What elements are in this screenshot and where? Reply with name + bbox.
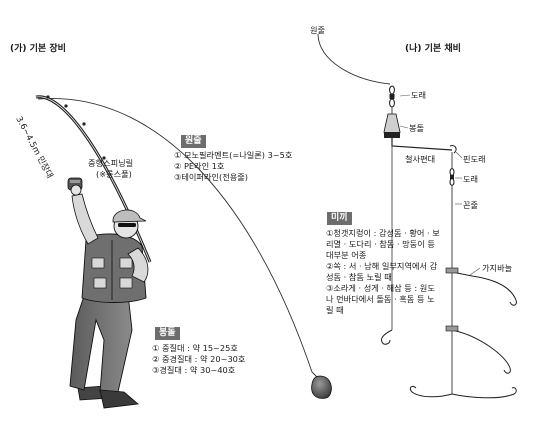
bait-line-4: ②쏙 : 서 · 남해 일부지역에서 감 [326,261,438,271]
rig-label-sinker: 봉돌 [409,123,425,133]
line-section-tag: 원줄 [181,135,206,148]
rig-label-branch-line: 가지바늘 [482,263,513,273]
rig-label-pin-swivel: 핀도래 [463,154,486,164]
pin-swivel-icon [449,145,457,154]
rig-label-swivel-mid: 도래 [463,174,479,184]
rig-label-wire-arm: 철사편대 [405,154,436,164]
reel-label: 중형스피닝릴 (※롱스풀) [88,158,133,180]
bait-line-5: 성돔 · 참돔 노릴 때 [326,272,392,282]
swivel-top-icon [389,85,395,108]
line-item-1: ① 모노필라멘트(=나일론) 3~5호 [174,150,293,160]
main-line-arc [37,97,313,373]
bait-section-tag: 미끼 [327,212,352,225]
sinker-item-2: ② 중경질대 : 약 20~30호 [152,354,246,364]
rig-label-main-line: 원줄 [310,25,326,35]
sinker-section-tag: 봉돌 [155,327,180,340]
bait-line-7: 나 먼바다에서 돌돔 · 혹돔 등 노 [326,294,435,304]
reel-label-line2: (※롱스풀) [96,169,132,179]
sinker-section-items: ① 중질대 : 약 15~25호 ② 중경질대 : 약 20~30호 ③경질대 … [152,343,245,376]
wire-spreader-arm [391,138,453,151]
bait-line-3: 대부분 어종 [326,250,367,260]
reel-label-line1: 중형스피닝릴 [88,158,134,168]
swivel-mid-icon [449,168,455,186]
sinker-item-1: ① 중질대 : 약 15~25호 [152,343,238,353]
rig-label-swivel-top: 도래 [411,90,427,100]
line-item-2: ② PE라인 1호 [174,161,225,171]
rig-label-leader: 꼰줄 [463,200,479,210]
bait-line-8: 릴 때 [326,305,344,315]
bait-line-6: ③소라게 · 성게 · 해삼 등 : 원도 [326,283,435,293]
angler-figure-icon [69,184,149,409]
bait-line-1: ①청갯지렁이 : 감성돔 · 황어 · 보 [326,228,440,238]
bait-line-2: 리멸 · 도다리 · 참돔 · 망둥이 등 [326,239,435,249]
line-item-3: ③테이퍼라인(전용줄) [174,172,248,182]
bait-section-lines: ①청갯지렁이 : 감성돔 · 황어 · 보 리멸 · 도다리 · 참돔 · 망둥… [326,228,440,316]
line-section-items: ① 모노필라멘트(=나일론) 3~5호 ② PE라인 1호 ③테이퍼라인(전용줄… [174,150,292,183]
rig-main-line [317,33,391,85]
rig-sinker-icon [383,113,401,138]
left-section-header: (가) 기본 장비 [10,44,66,54]
right-section-header: (나) 기본 채비 [405,44,461,54]
sinker-weight-icon [311,371,332,399]
sinker-item-3: ③경질대 : 약 30~40호 [152,365,236,375]
